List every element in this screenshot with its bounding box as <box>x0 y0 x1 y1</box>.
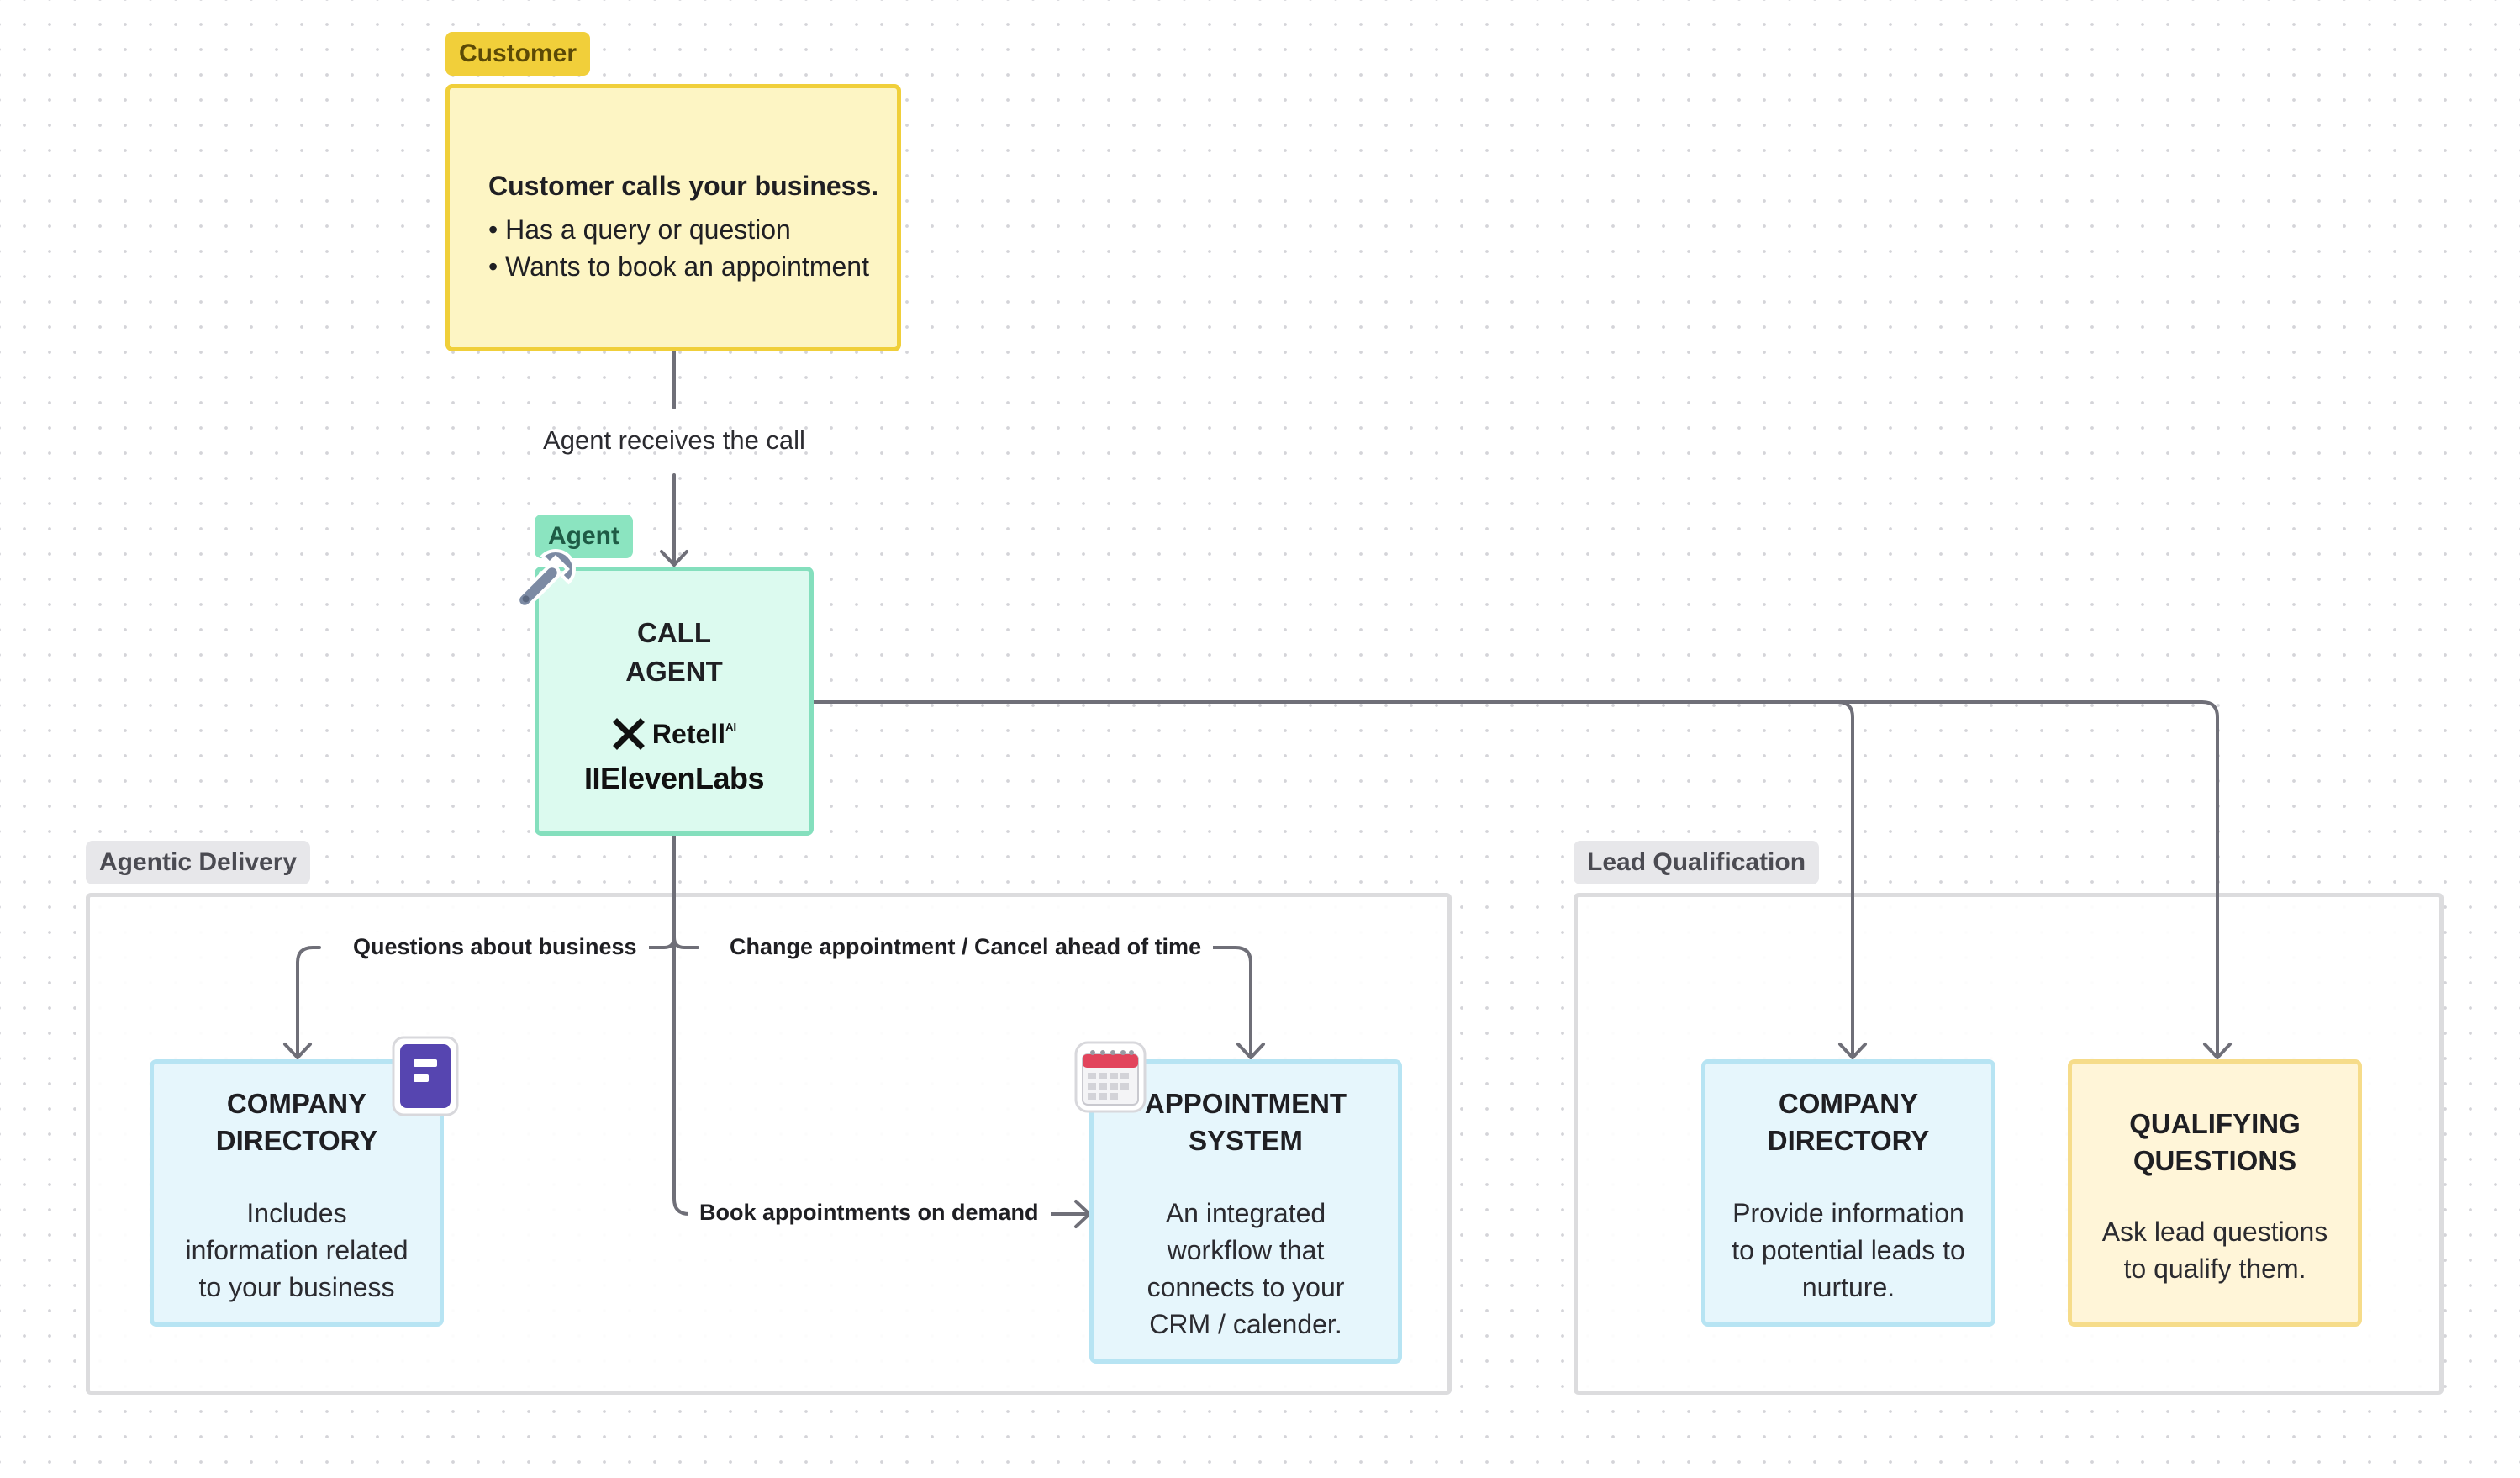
edge-book-appointments <box>672 944 1091 1216</box>
elevenlabs-wordmark: IIElevenLabs <box>583 761 765 795</box>
lead-company-directory-title-line2: DIRECTORY <box>1767 1125 1930 1156</box>
qualifying-questions-title-line2: QUESTIONS <box>2133 1145 2297 1176</box>
customer-card-title: Customer calls your business. <box>488 171 879 201</box>
edge-label-questions-about-business: Questions about business <box>341 932 649 962</box>
arrowhead-appointment-system <box>1236 1043 1265 1059</box>
retell-logo-icon <box>612 718 645 750</box>
customer-card[interactable]: Customer calls your business. • Has a qu… <box>445 84 901 351</box>
lead-qualification-tag: Lead Qualification <box>1574 841 1820 884</box>
edge-change-appointment <box>672 936 1252 1059</box>
company-directory-title-line1: COMPANY <box>226 1088 367 1119</box>
agent-receives-call-label: Agent receives the call <box>543 425 805 455</box>
company-directory-body: Includes information related to your bus… <box>185 1198 409 1302</box>
arrowhead-qualifying <box>2203 1043 2232 1059</box>
appointment-system-title-line2: SYSTEM <box>1189 1125 1303 1156</box>
lead-company-directory-body: Provide information to potential leads t… <box>1732 1198 1965 1302</box>
customer-bullet-1: • Has a query or question <box>488 214 791 245</box>
retell-wordmark: RetellAI <box>651 718 737 749</box>
document-icon <box>392 1036 459 1116</box>
retell-brand: RetellAI <box>539 715 809 752</box>
call-agent-title-line1: CALL <box>637 617 711 648</box>
agentic-delivery-tag: Agentic Delivery <box>86 841 311 884</box>
appointment-system-card[interactable]: APPOINTMENT SYSTEM An integrated workflo… <box>1089 1059 1402 1364</box>
edge-label-book-appointments: Book appointments on demand <box>688 1197 1051 1227</box>
appointment-system-body: An integrated workflow that connects to … <box>1147 1198 1345 1339</box>
qualifying-questions-card[interactable]: QUALIFYING QUESTIONS Ask lead questions … <box>2068 1059 2362 1327</box>
arrowhead-lead-directory <box>1838 1043 1867 1059</box>
customer-tag: Customer <box>445 32 591 76</box>
company-directory-title-line2: DIRECTORY <box>215 1125 378 1156</box>
company-directory-card[interactable]: COMPANY DIRECTORY Includes information r… <box>150 1059 444 1327</box>
bullet-dot-icon: • <box>488 214 506 245</box>
appointment-system-title-line1: APPOINTMENT <box>1144 1088 1347 1119</box>
bullet-dot-icon: • <box>488 251 506 282</box>
call-agent-card[interactable]: CALL AGENT RetellAI IIElevenLabs <box>535 567 814 836</box>
wrench-icon <box>516 549 576 609</box>
customer-bullet-2: • Wants to book an appointment <box>488 251 869 282</box>
qualifying-questions-title-line1: QUALIFYING <box>2129 1108 2301 1139</box>
edge-label-change-appointment: Change appointment / Cancel ahead of tim… <box>718 932 1214 962</box>
arrowhead-company-directory <box>283 1043 312 1059</box>
call-agent-title-line2: AGENT <box>625 656 723 687</box>
qualifying-questions-body: Ask lead questions to qualify them. <box>2101 1217 2328 1284</box>
arrowhead-agent <box>660 550 688 567</box>
lead-company-directory-card[interactable]: COMPANY DIRECTORY Provide information to… <box>1701 1059 1995 1327</box>
edge-agent-to-lead <box>812 700 2219 1059</box>
lead-company-directory-title-line1: COMPANY <box>1778 1088 1919 1119</box>
calendar-icon <box>1074 1041 1147 1113</box>
